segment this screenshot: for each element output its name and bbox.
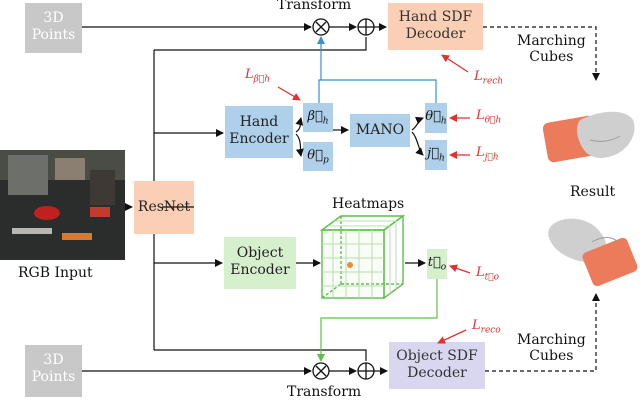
- beta-h-box: [303, 103, 333, 132]
- resnet-label: ResNet: [137, 199, 191, 215]
- object-sdf-decoder-box: [389, 342, 485, 389]
- blue-connectors: [317, 36, 437, 103]
- bottom-transform-label: Transform: [287, 384, 362, 400]
- hand-result-bottom: [548, 218, 638, 287]
- top-transform-label: Transform: [277, 0, 352, 13]
- theta-p-var: θ⃗p: [307, 148, 329, 166]
- hand-sdf-decoder-box: [388, 3, 483, 50]
- t-o-var: t⃗o: [427, 255, 447, 273]
- theta-h-box: [425, 103, 447, 133]
- object-encoder-box: [224, 237, 296, 289]
- hand-result-top: [542, 111, 635, 163]
- rgb-input-image: [0, 150, 125, 260]
- theta-p-box: [303, 142, 333, 171]
- rgb-input-label: RGB Input: [18, 265, 93, 281]
- top-multiply-op: [312, 18, 330, 36]
- loss-rec-h-label: Lrech: [474, 69, 504, 87]
- hand-encoder-box: [225, 106, 293, 158]
- bottom-multiply-op: [312, 362, 330, 380]
- top-points-box: [25, 3, 82, 53]
- top-add-op: [357, 18, 375, 36]
- bottom-points-box: [25, 345, 82, 397]
- bottom-add-op: [357, 362, 375, 380]
- marching-cubes-arrows: [483, 26, 600, 372]
- mano-box: [350, 114, 410, 147]
- green-connectors: [317, 279, 438, 362]
- loss-arrows: [277, 54, 471, 344]
- connectors: [82, 23, 426, 375]
- heatmaps-label: Heatmaps: [332, 196, 405, 212]
- j-h-var: j⃗h: [427, 146, 445, 164]
- loss-j-label: Lj⃗h: [476, 145, 499, 163]
- heatmap-cube: [319, 214, 406, 300]
- loss-beta-label: Lβ⃗h: [245, 67, 271, 85]
- t-o-box: [427, 249, 447, 279]
- loss-rec-o-label: Lreco: [472, 318, 501, 336]
- theta-h-var: θ⃗h: [425, 109, 447, 127]
- beta-h-var: β⃗h: [307, 109, 329, 127]
- loss-theta-label: Lθ⃗h: [476, 108, 502, 126]
- j-h-box: [425, 140, 447, 170]
- loss-t-label: Lt⃗o: [476, 265, 500, 283]
- mano-label: MANO: [355, 122, 405, 138]
- result-label: Result: [570, 184, 616, 200]
